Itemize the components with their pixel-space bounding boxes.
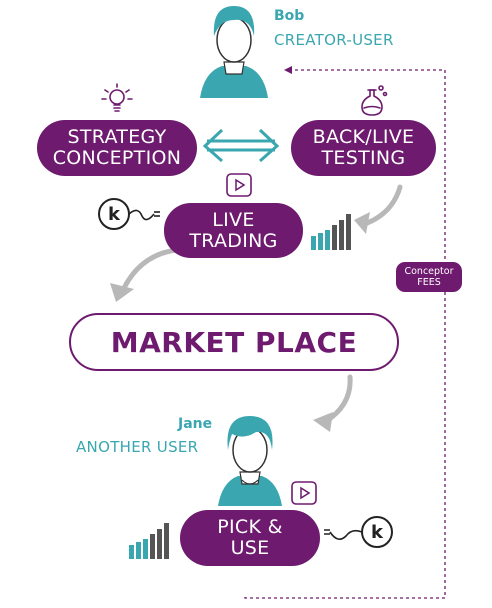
- pick-line1: PICK &: [217, 516, 283, 538]
- bar-chart-icon: [129, 523, 169, 559]
- conceptor-fees-badge: Conceptor FEES: [396, 262, 462, 292]
- other-user-role: ANOTHER USER: [76, 438, 199, 456]
- live-line1: LIVE: [212, 208, 255, 231]
- k-logo-letter: k: [108, 204, 121, 225]
- market-place-node: MARKET PLACE: [69, 313, 399, 371]
- flask-icon: [361, 85, 388, 116]
- k-logo-icon: k: [324, 516, 393, 548]
- testing-line1: BACK/LIVE: [312, 126, 415, 148]
- pick-line2: USE: [230, 537, 270, 559]
- bar-chart-icon: [311, 214, 351, 250]
- play-icon: [291, 481, 317, 505]
- double-arrow-icon: [202, 128, 280, 163]
- play-icon: [226, 173, 252, 197]
- strategy-line2: CONCEPTION: [52, 147, 182, 169]
- fee-return-arrowhead: [284, 66, 292, 74]
- strategy-conception-node: STRATEGY CONCEPTION: [37, 120, 197, 176]
- strategy-line1: STRATEGY: [67, 126, 167, 148]
- fees-line1: Conceptor: [404, 266, 454, 277]
- creator-name: Bob: [274, 8, 305, 24]
- creator-person-icon: [200, 6, 268, 98]
- creator-role: CREATOR-USER: [274, 31, 394, 49]
- testing-line2: TESTING: [321, 147, 406, 169]
- k-logo-icon: k: [98, 198, 160, 230]
- live-line2: TRADING: [189, 229, 278, 252]
- k-logo-letter: k: [371, 522, 384, 543]
- fees-line2: FEES: [417, 277, 441, 288]
- live-trading-node: LIVE TRADING: [164, 203, 303, 258]
- lightbulb-icon: [101, 83, 133, 112]
- other-person-icon: [218, 416, 282, 506]
- pick-and-use-node: PICK & USE: [180, 510, 320, 566]
- fee-return-line: [244, 69, 446, 599]
- backlive-testing-node: BACK/LIVE TESTING: [291, 120, 436, 176]
- other-user-name: Jane: [178, 416, 213, 432]
